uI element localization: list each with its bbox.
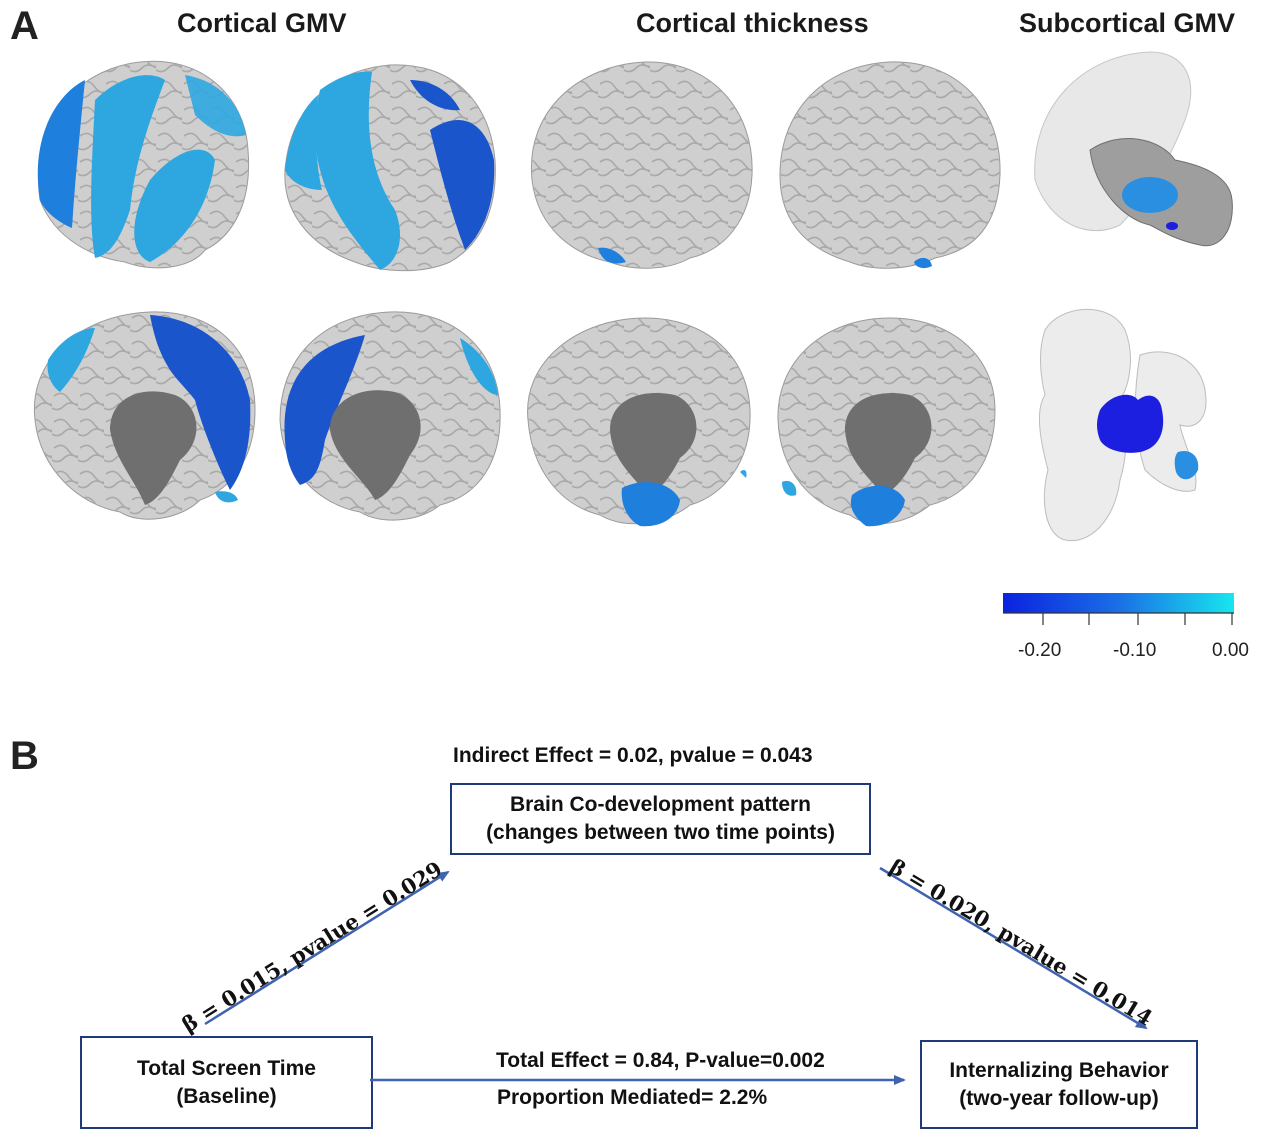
- brain-subcortical-lateral: [1034, 51, 1233, 247]
- colorbar-tick-label: 0.00: [1212, 640, 1249, 661]
- panel-a-label: A: [10, 4, 39, 48]
- right-path-label: β = 0.020, pvalue = 0.014: [885, 853, 1157, 1031]
- column-title-subcortical-gmv: Subcortical GMV: [1019, 8, 1236, 38]
- brain-cortical-gmv-medial-right: [279, 311, 501, 521]
- brain-cortical-gmv-lateral-left: [37, 60, 250, 269]
- proportion-mediated-text: Proportion Mediated= 2.2%: [497, 1086, 768, 1109]
- mediator-box-line-2: (changes between two time points): [486, 821, 835, 844]
- total-effect-text: Total Effect = 0.84, P-value=0.002: [496, 1049, 825, 1072]
- brain-cortical-gmv-medial-left: [33, 311, 256, 520]
- column-title-cortical-thickness: Cortical thickness: [636, 8, 869, 38]
- colorbar-tick-label: -0.10: [1113, 640, 1157, 661]
- brain-cortical-thickness-lateral-right: [779, 61, 1001, 269]
- colorbar: [1003, 593, 1234, 625]
- outcome-box: Internalizing Behavior (two-year follow-…: [920, 1040, 1198, 1129]
- brain-subcortical-inferior: [1039, 308, 1207, 542]
- mediator-box-line-1: Brain Co-development pattern: [509, 793, 812, 816]
- panel-b-label: B: [10, 734, 39, 778]
- brain-cortical-gmv-lateral-right: [284, 64, 496, 272]
- brain-figure: [33, 51, 1234, 625]
- brain-cortical-thickness-medial-left: [527, 317, 751, 527]
- colorbar-tick-label: -0.20: [1018, 640, 1062, 661]
- outcome-box-line-1: Internalizing Behavior: [949, 1058, 1169, 1082]
- indirect-effect-text: Indirect Effect = 0.02, pvalue = 0.043: [453, 744, 813, 767]
- exposure-box: Total Screen Time (Baseline): [80, 1036, 373, 1129]
- column-title-cortical-gmv: Cortical GMV: [177, 8, 347, 38]
- exposure-box-line-2: (Baseline): [176, 1084, 277, 1108]
- left-path-label: β = 0.015, pvalue = 0.029: [177, 856, 447, 1038]
- mediator-box: Brain Co-development pattern (changes be…: [450, 783, 871, 855]
- outcome-box-line-2: (two-year follow-up): [959, 1086, 1159, 1110]
- brain-cortical-thickness-medial-right: [740, 317, 996, 527]
- brain-cortical-thickness-lateral-left: [530, 61, 753, 269]
- exposure-box-line-1: Total Screen Time: [137, 1056, 316, 1080]
